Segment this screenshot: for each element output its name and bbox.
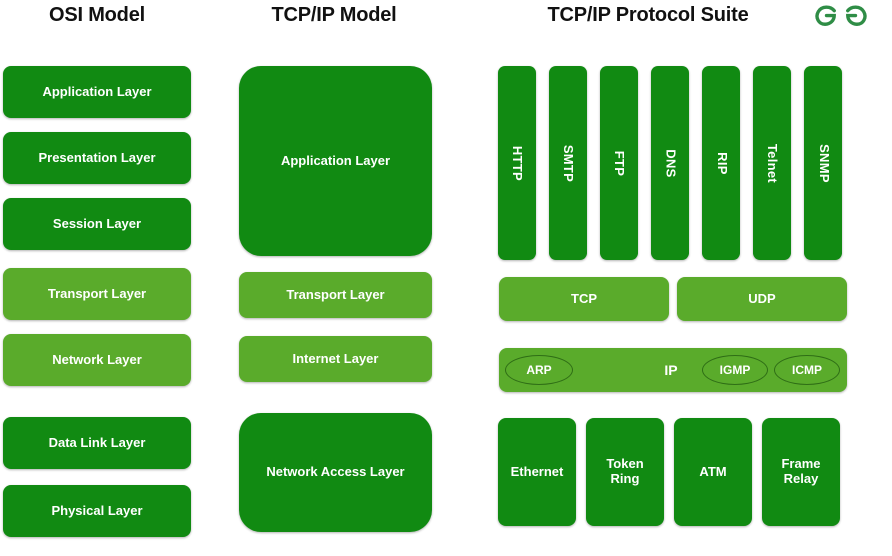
tcpip-layer-transport[interactable]: Transport Layer bbox=[239, 272, 432, 318]
protocol-bar-dns[interactable]: DNS bbox=[651, 66, 689, 260]
protocol-label: Token Ring bbox=[606, 456, 644, 486]
protocol-bar-snmp[interactable]: SNMP bbox=[804, 66, 842, 260]
protocol-label: SMTP bbox=[561, 144, 577, 182]
protocol-label: Frame Relay bbox=[781, 456, 821, 486]
protocol-box-tcp[interactable]: TCP bbox=[499, 277, 669, 321]
protocol-label: DNS bbox=[663, 148, 679, 178]
protocol-box-token-ring[interactable]: Token Ring bbox=[586, 418, 664, 526]
internet-layer-row[interactable]: ARP IP IGMP ICMP bbox=[499, 348, 847, 392]
protocol-ellipse-arp[interactable]: ARP bbox=[505, 355, 573, 385]
osi-layer-data-link[interactable]: Data Link Layer bbox=[3, 417, 191, 469]
geeksforgeeks-logo-icon bbox=[812, 2, 870, 32]
page-title-tcpip-model: TCP/IP Model bbox=[271, 4, 397, 26]
protocol-bar-ftp[interactable]: FTP bbox=[600, 66, 638, 260]
protocol-box-atm[interactable]: ATM bbox=[674, 418, 752, 526]
page-title-protocol-suite: TCP/IP Protocol Suite bbox=[547, 4, 749, 26]
protocol-bar-smtp[interactable]: SMTP bbox=[549, 66, 587, 260]
protocol-label: SNMP bbox=[816, 143, 832, 183]
protocol-label: Telnet bbox=[765, 143, 781, 183]
protocol-label-ip: IP bbox=[664, 362, 678, 378]
protocol-bar-http[interactable]: HTTP bbox=[498, 66, 536, 260]
protocol-box-udp[interactable]: UDP bbox=[677, 277, 847, 321]
protocol-ellipse-igmp[interactable]: IGMP bbox=[702, 355, 768, 385]
osi-layer-network[interactable]: Network Layer bbox=[3, 334, 191, 386]
protocol-label: HTTP bbox=[510, 145, 526, 181]
osi-layer-session[interactable]: Session Layer bbox=[3, 198, 191, 250]
protocol-bar-telnet[interactable]: Telnet bbox=[753, 66, 791, 260]
protocol-label: FTP bbox=[612, 150, 628, 176]
osi-layer-application[interactable]: Application Layer bbox=[3, 66, 191, 118]
tcpip-layer-application[interactable]: Application Layer bbox=[239, 66, 432, 256]
page-title-osi-model: OSI Model bbox=[49, 4, 145, 26]
protocol-ellipse-icmp[interactable]: ICMP bbox=[774, 355, 840, 385]
tcpip-layer-network-access[interactable]: Network Access Layer bbox=[239, 413, 432, 532]
tcpip-layer-internet[interactable]: Internet Layer bbox=[239, 336, 432, 382]
protocol-label: RIP bbox=[714, 151, 730, 175]
protocol-box-frame-relay[interactable]: Frame Relay bbox=[762, 418, 840, 526]
osi-layer-physical[interactable]: Physical Layer bbox=[3, 485, 191, 537]
osi-layer-transport[interactable]: Transport Layer bbox=[3, 268, 191, 320]
protocol-bar-rip[interactable]: RIP bbox=[702, 66, 740, 260]
osi-layer-presentation[interactable]: Presentation Layer bbox=[3, 132, 191, 184]
protocol-box-ethernet[interactable]: Ethernet bbox=[498, 418, 576, 526]
